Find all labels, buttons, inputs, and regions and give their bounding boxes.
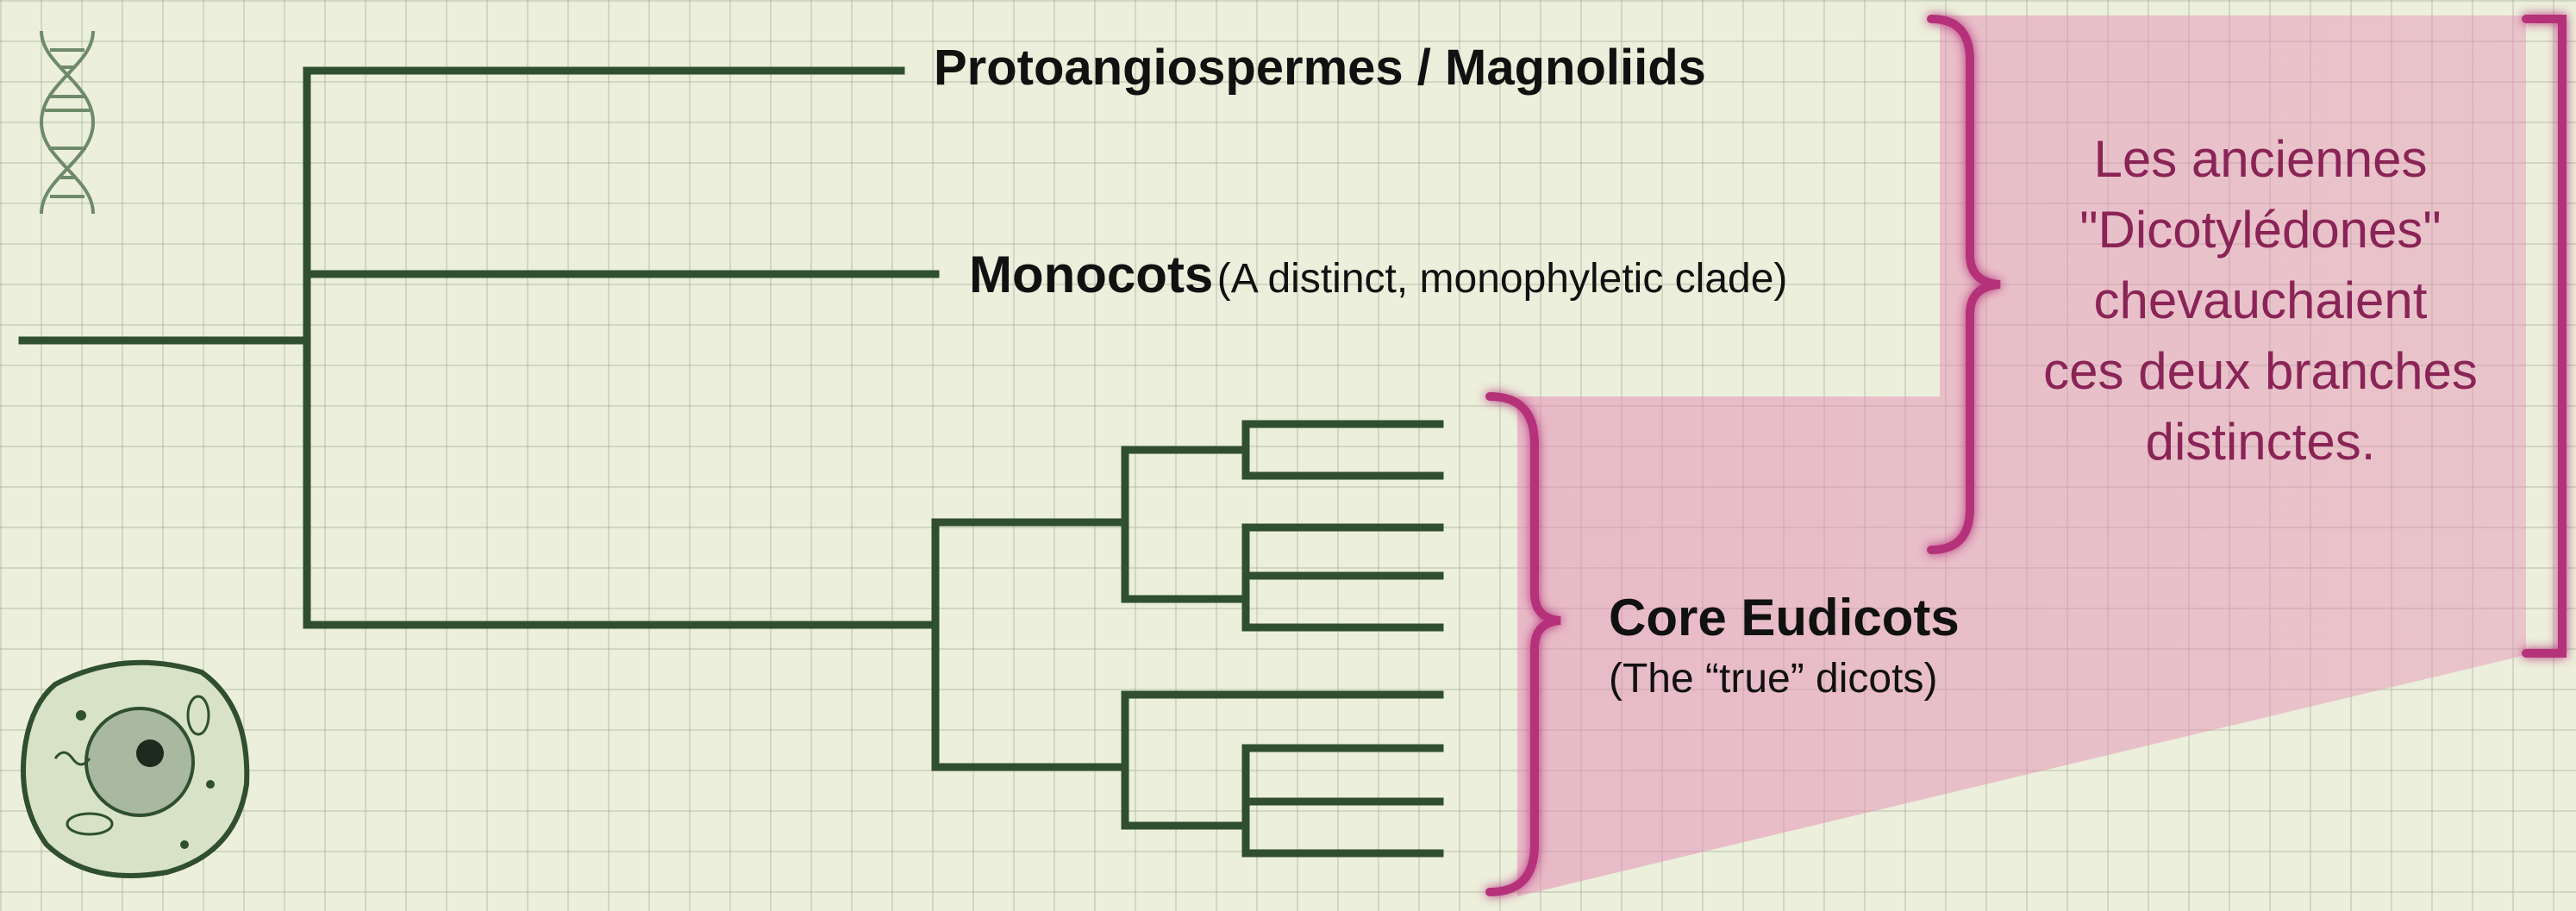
- label-protoangiospermes: Protoangiospermes / Magnoliids: [934, 40, 1706, 96]
- dna-icon: [39, 30, 96, 215]
- phylogenetic-tree: [18, 66, 1444, 858]
- highlight-band: [1517, 16, 2526, 896]
- label-core-eudicots: Core Eudicots: [1609, 589, 1960, 646]
- curly-bracket-large: [1927, 15, 2001, 554]
- label-monocots-group: Monocots (A distinct, monophyletic clade…: [969, 245, 1787, 319]
- label-core-eudicots-note: (The “true” dicots): [1609, 656, 1938, 702]
- annotation-dicotyledones: Les anciennes "Dicotylédones" chevauchai…: [2043, 130, 2478, 471]
- square-bracket-right: [2522, 15, 2567, 658]
- label-monocots-note: (A distinct, monophyletic clade): [1216, 256, 1788, 302]
- plant-cell-icon: [21, 659, 250, 878]
- label-monocots: Monocots: [969, 246, 1214, 303]
- curly-bracket-core-eudicots: [1485, 392, 1561, 896]
